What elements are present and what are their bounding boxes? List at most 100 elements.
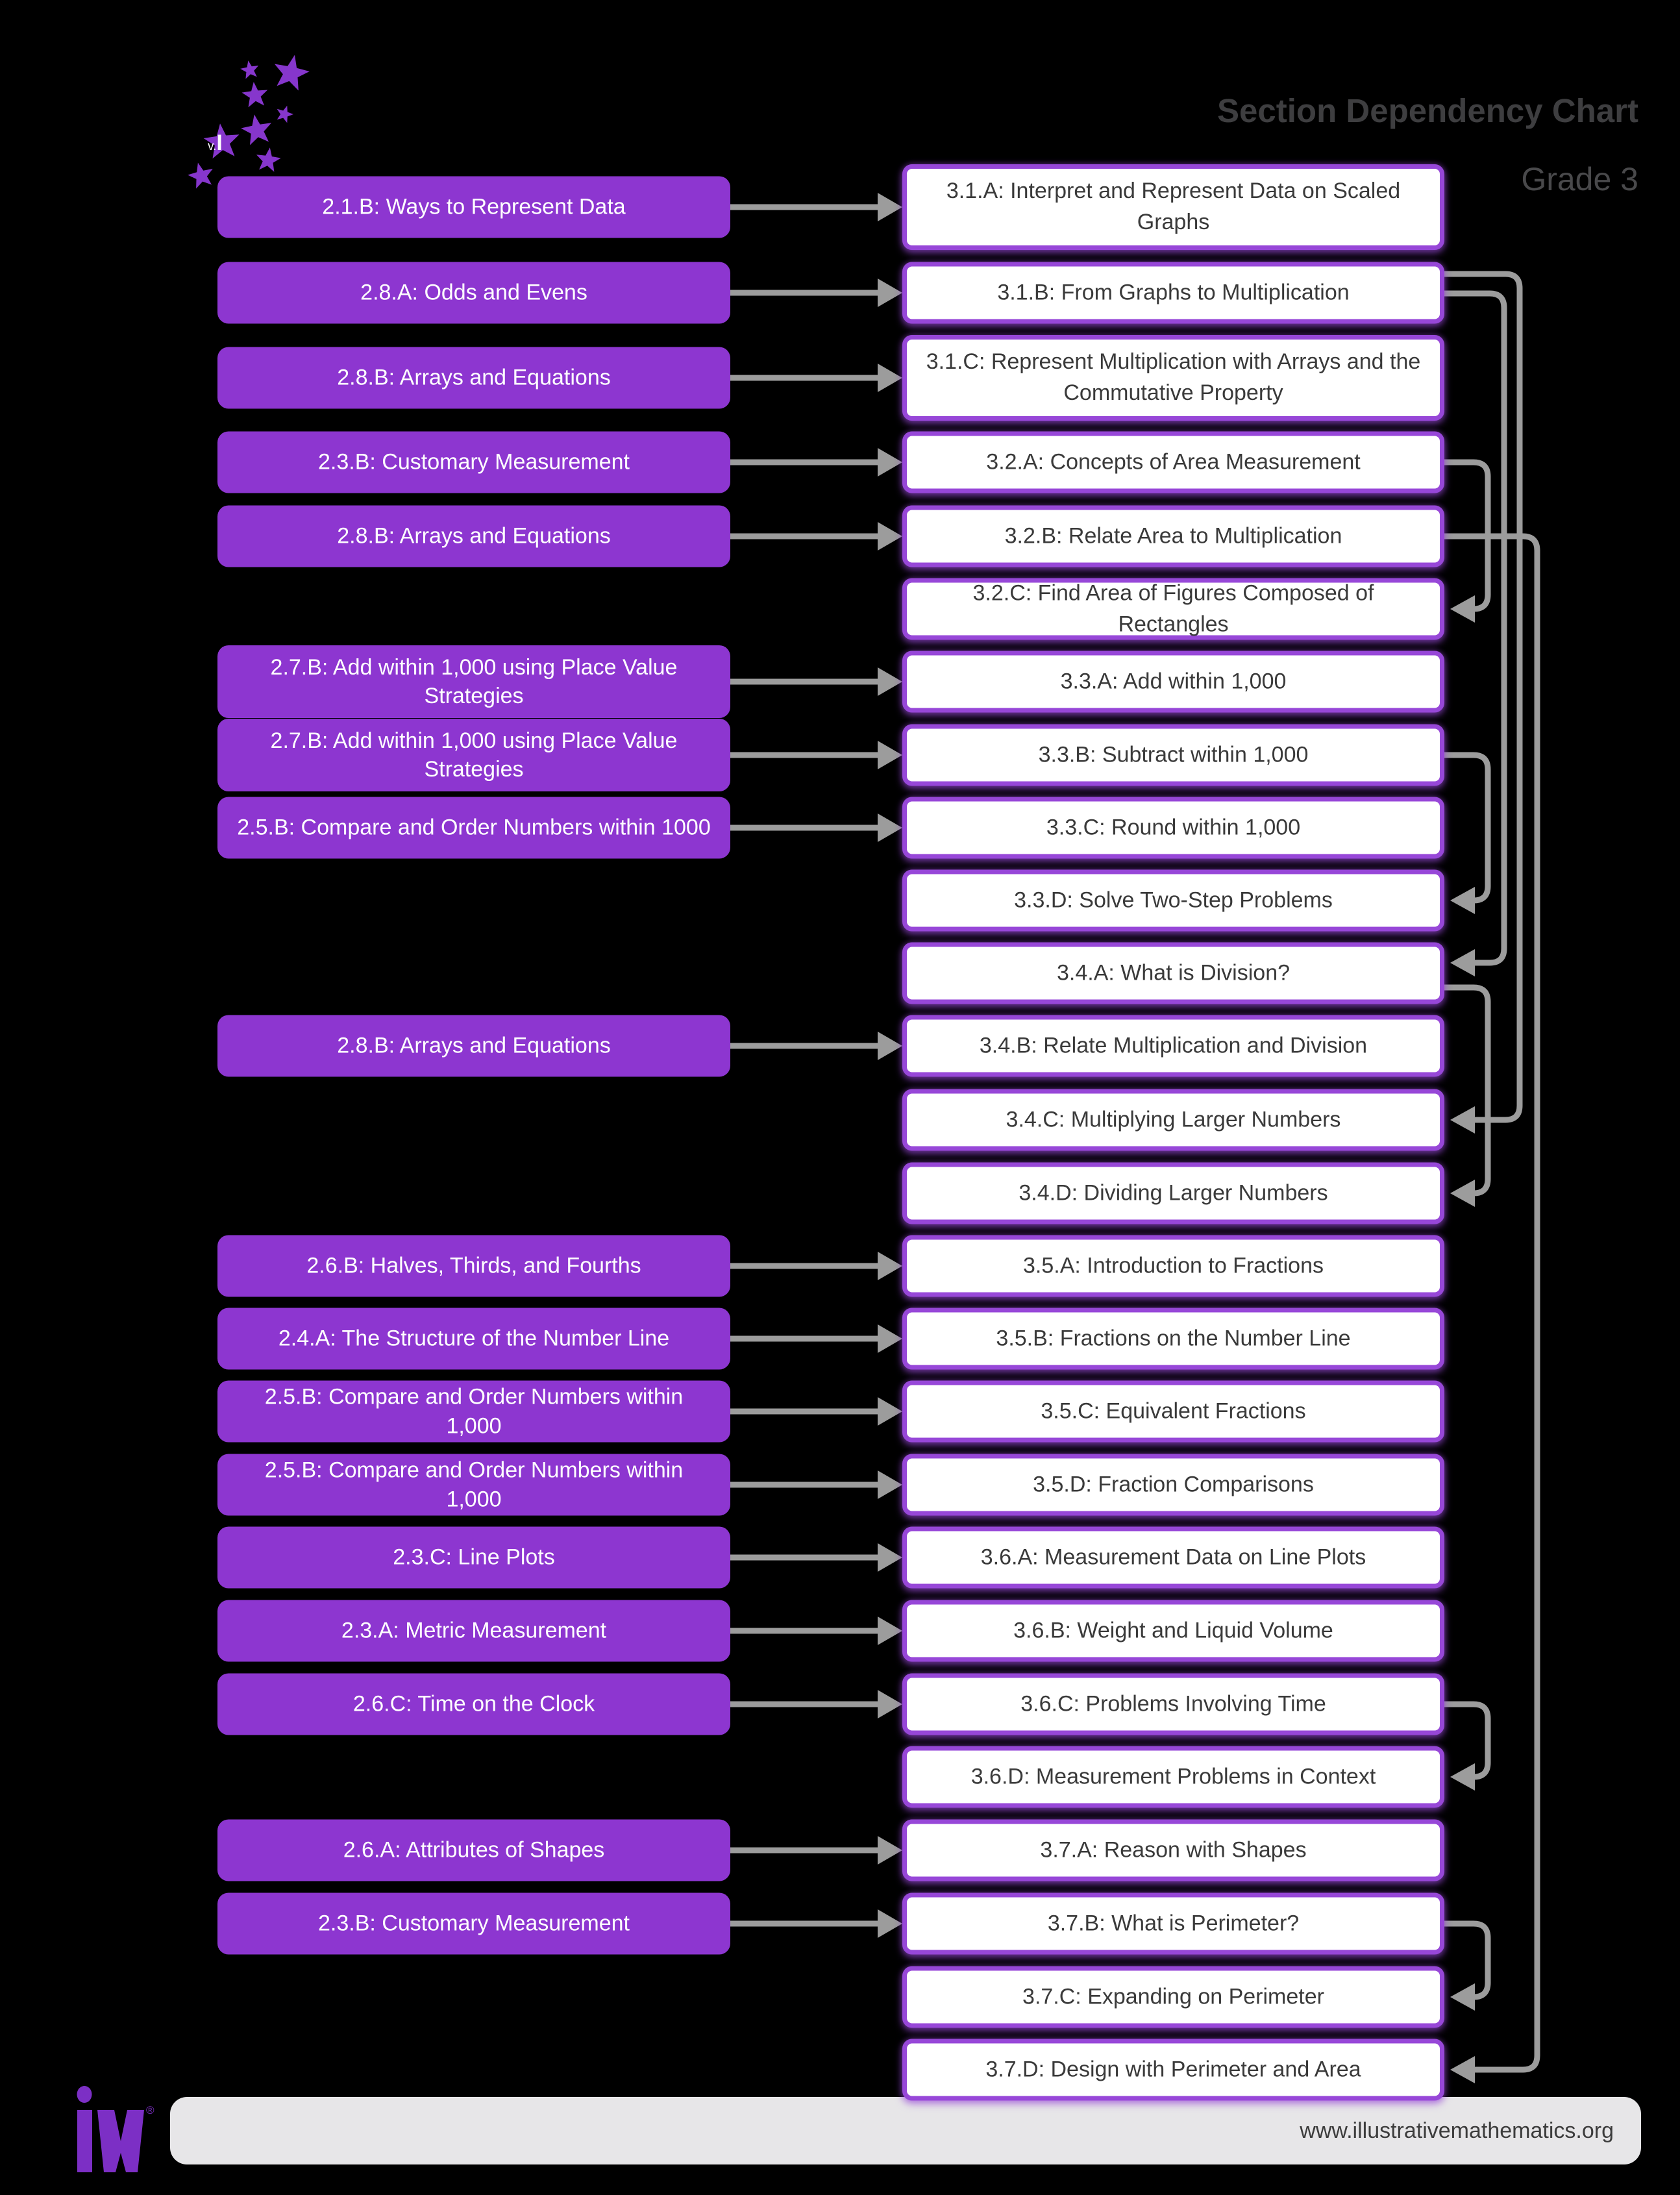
grade3-section-box: 3.4.D: Dividing Larger Numbers: [902, 1162, 1444, 1224]
grade3-section-box: 3.7.A: Reason with Shapes: [902, 1819, 1444, 1881]
grade2-section-box: 2.3.A: Metric Measurement: [217, 1600, 730, 1662]
dependency-arrow: [730, 678, 881, 685]
arrowhead-icon: [878, 448, 902, 477]
grade2-section-box: 2.5.B: Compare and Order Numbers within …: [217, 1380, 730, 1443]
arrowhead-icon: [878, 813, 902, 842]
dependency-arrow: [730, 752, 881, 758]
arrowhead-icon: [878, 1836, 902, 1865]
dependency-arrow: [730, 459, 881, 465]
grade3-section-box: 3.6.A: Measurement Data on Line Plots: [902, 1526, 1444, 1589]
footer-bar: www.illustrativemathematics.org: [170, 2097, 1641, 2164]
grade3-section-box: 3.4.B: Relate Multiplication and Divisio…: [902, 1015, 1444, 1077]
arrowhead-icon: [878, 741, 902, 769]
grade3-section-box: 3.7.D: Design with Perimeter and Area: [902, 2039, 1444, 2101]
grade3-section-box: 3.2.A: Concepts of Area Measurement: [902, 431, 1444, 493]
arrowhead-icon: [1450, 595, 1475, 623]
star-icon: [274, 55, 310, 91]
page-title: Section Dependency Chart: [1217, 92, 1638, 129]
arrowhead-icon: [878, 1397, 902, 1426]
arrowhead-icon: [878, 1909, 902, 1938]
grade3-section-box: 3.6.C: Problems Involving Time: [902, 1673, 1444, 1735]
dependency-arrow: [730, 1701, 881, 1707]
grade3-section-box: 3.5.B: Fractions on the Number Line: [902, 1308, 1444, 1370]
grade2-section-box: 2.6.A: Attributes of Shapes: [217, 1819, 730, 1881]
arrowhead-icon: [878, 1032, 902, 1060]
dependency-arrow: [730, 1263, 881, 1269]
grade2-section-box: 2.8.A: Odds and Evens: [217, 262, 730, 324]
dependency-arrow: [730, 825, 881, 831]
arrowhead-icon: [878, 193, 902, 221]
arrowhead-icon: [878, 1543, 902, 1572]
arrowhead-icon: [878, 1690, 902, 1718]
star-icon: [277, 105, 293, 123]
arrowhead-icon: [1450, 2056, 1475, 2083]
im-wordmark-logo: ®: [77, 2086, 154, 2172]
grade3-section-box: 3.3.D: Solve Two-Step Problems: [902, 869, 1444, 932]
grade3-section-box: 3.5.C: Equivalent Fractions: [902, 1380, 1444, 1443]
grade3-section-box: 3.4.C: Multiplying Larger Numbers: [902, 1089, 1444, 1151]
im-spark-stars-logo: v.I: [188, 55, 310, 189]
dependency-arrow: [730, 1482, 881, 1488]
star-icon: [241, 82, 268, 108]
arrowhead-icon: [878, 364, 902, 392]
chart-header: Section Dependency Chart Grade 3: [1217, 92, 1638, 198]
arrowhead-icon: [878, 1324, 902, 1353]
grade2-section-box: 2.8.B: Arrays and Equations: [217, 347, 730, 409]
dependency-connector: [1444, 752, 1491, 904]
dependency-arrow: [730, 1628, 881, 1634]
grade3-section-box: 3.6.B: Weight and Liquid Volume: [902, 1600, 1444, 1662]
grade2-section-box: 2.6.C: Time on the Clock: [217, 1673, 730, 1735]
arrowhead-icon: [1450, 1763, 1475, 1791]
arrowhead-icon: [1450, 887, 1475, 914]
star-icon: [188, 162, 213, 189]
grade3-section-box: 3.6.D: Measurement Problems in Context: [902, 1746, 1444, 1808]
dependency-arrow: [730, 1554, 881, 1561]
grade2-section-box: 2.8.B: Arrays and Equations: [217, 505, 730, 567]
grade3-section-box: 3.7.C: Expanding on Perimeter: [902, 1966, 1444, 2028]
grade3-section-box: 3.1.A: Interpret and Represent Data on S…: [902, 164, 1444, 250]
dependency-arrow: [730, 1920, 881, 1927]
grade3-section-box: 3.3.B: Subtract within 1,000: [902, 724, 1444, 786]
star-icon: [256, 147, 281, 172]
grade2-section-box: 2.1.B: Ways to Represent Data: [217, 176, 730, 238]
arrowhead-icon: [878, 522, 902, 551]
grade2-section-box: 2.6.B: Halves, Thirds, and Fourths: [217, 1235, 730, 1297]
dependency-connector: [1444, 533, 1540, 2073]
arrowhead-icon: [1450, 949, 1475, 976]
dependency-arrow: [730, 533, 881, 539]
grade3-section-box: 3.7.B: What is Perimeter?: [902, 1892, 1444, 1955]
grade2-section-box: 2.4.A: The Structure of the Number Line: [217, 1308, 730, 1370]
grade3-section-box: 3.4.A: What is Division?: [902, 942, 1444, 1004]
dependency-arrow: [730, 375, 881, 381]
grade2-section-box: 2.5.B: Compare and Order Numbers within …: [217, 1454, 730, 1516]
grade3-section-box: 3.5.A: Introduction to Fractions: [902, 1235, 1444, 1297]
dependency-arrow: [730, 1847, 881, 1854]
dependency-connector: [1444, 1920, 1491, 2000]
arrowhead-icon: [1450, 1106, 1475, 1134]
arrowhead-icon: [878, 667, 902, 696]
arrowhead-icon: [878, 1617, 902, 1645]
grade2-section-box: 2.5.B: Compare and Order Numbers within …: [217, 797, 730, 859]
dependency-connector: [1444, 459, 1491, 612]
grade3-section-box: 3.3.A: Add within 1,000: [902, 651, 1444, 713]
dependency-connector: [1444, 984, 1491, 1197]
grade3-section-box: 3.1.C: Represent Multiplication with Arr…: [902, 335, 1444, 421]
dependency-connector: [1444, 290, 1507, 966]
arrowhead-icon: [878, 1252, 902, 1280]
grade3-section-box: 3.5.D: Fraction Comparisons: [902, 1454, 1444, 1516]
grade2-section-box: 2.8.B: Arrays and Equations: [217, 1015, 730, 1077]
arrowhead-icon: [878, 1470, 902, 1499]
dependency-arrow: [730, 1408, 881, 1415]
grade2-section-box: 2.3.C: Line Plots: [217, 1526, 730, 1589]
grade2-section-box: 2.3.B: Customary Measurement: [217, 1892, 730, 1955]
grade3-section-box: 3.1.B: From Graphs to Multiplication: [902, 262, 1444, 324]
star-icon: [203, 123, 240, 159]
star-icon: [241, 114, 272, 145]
grade2-section-box: 2.7.B: Add within 1,000 using Place Valu…: [217, 645, 730, 718]
grade3-section-box: 3.2.B: Relate Area to Multiplication: [902, 505, 1444, 567]
dependency-arrow: [730, 290, 881, 296]
star-icon: [240, 60, 259, 79]
grade2-section-box: 2.7.B: Add within 1,000 using Place Valu…: [217, 719, 730, 791]
grade2-section-box: 2.3.B: Customary Measurement: [217, 431, 730, 493]
